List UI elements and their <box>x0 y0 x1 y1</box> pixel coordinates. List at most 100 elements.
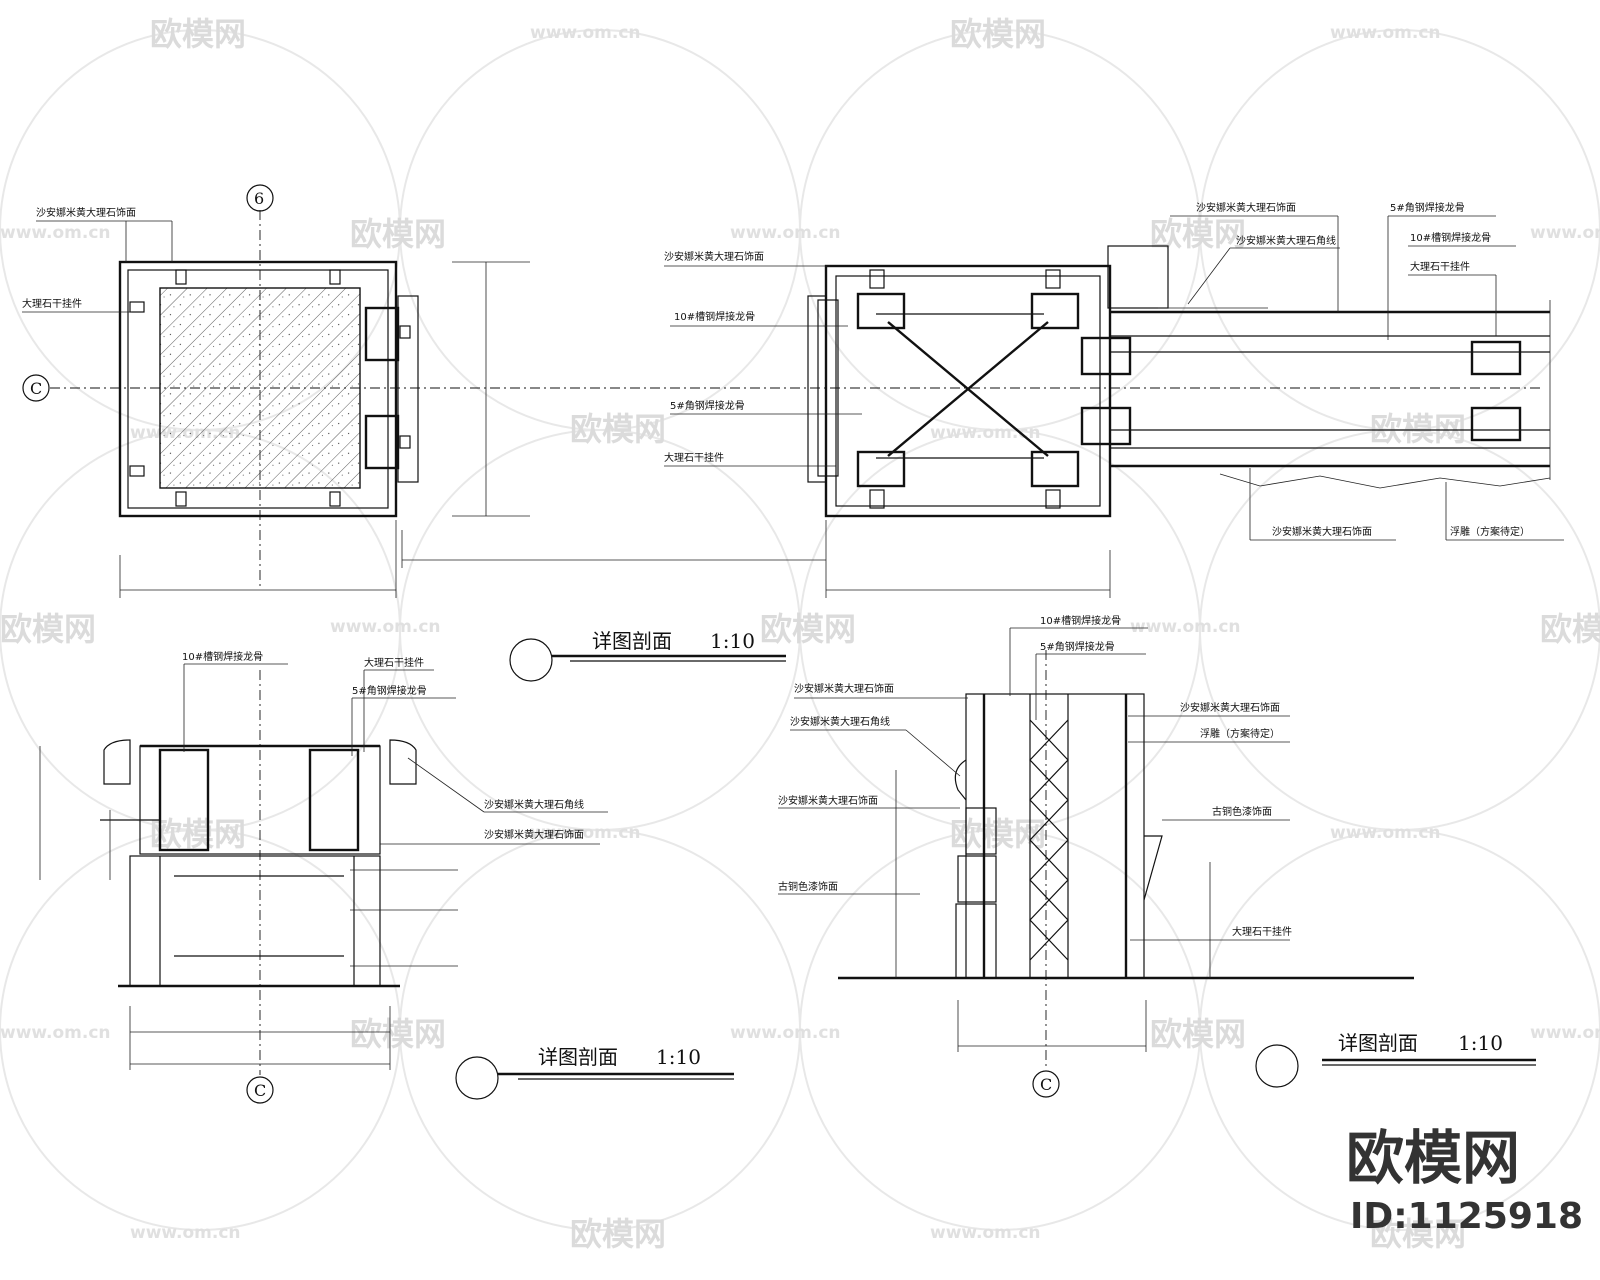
brand-logo: 欧模网 ID:1125918 <box>1346 1124 1583 1237</box>
grid-bubble-6 <box>246 184 274 212</box>
watermark-url: www.om.cn <box>130 1223 241 1243</box>
concrete-core <box>159 287 361 489</box>
stone-cladding-outline <box>118 260 398 518</box>
watermark-brand: 欧模网 <box>350 1015 446 1053</box>
steel-channel <box>364 414 400 470</box>
relief-outline <box>1219 473 1551 489</box>
label-angle-keel: 5#角钢焊接龙骨 <box>670 399 745 412</box>
grid-bubble-c <box>246 1076 274 1104</box>
truss-web <box>1029 719 1069 961</box>
bracket <box>399 325 411 339</box>
watermark-brand: 欧模网 <box>570 1215 666 1253</box>
watermark-brand: 欧模网 <box>1370 1215 1466 1253</box>
logo-brand: 欧模网 <box>1346 1124 1520 1192</box>
label-stone-pendant: 大理石干挂件 <box>664 451 724 464</box>
watermark-brand: 欧模网 <box>1540 610 1600 648</box>
watermark-brand: 欧模网 <box>950 15 1046 53</box>
title-bubble <box>455 1056 499 1100</box>
stone-block <box>955 903 997 979</box>
label-stone-corner-line: 沙安娜米黄大理石角线 <box>484 798 584 811</box>
leader-line <box>1187 247 1231 305</box>
watermark-brand: 欧模网 <box>950 815 1046 853</box>
section-bottom-left: C 10#槽钢焊接龙骨 大理石干挂件 5#角钢焊接龙骨 沙安娜米黄大理石角线 沙… <box>39 650 608 1104</box>
watermark-url: www.om.cn <box>1130 617 1241 637</box>
bracket <box>1045 269 1061 289</box>
bracket <box>869 489 885 509</box>
watermark-brand: 欧模网 <box>350 215 446 253</box>
label-stone-corner-line: 沙安娜米黄大理石角线 <box>790 715 890 728</box>
grid-label-c: C <box>254 1081 266 1100</box>
side-cladding <box>807 295 827 483</box>
bracket <box>175 269 187 285</box>
watermark-brand: 欧模网 <box>150 815 246 853</box>
grid-bubble-c <box>22 374 50 402</box>
corner-moulding <box>954 759 967 801</box>
cornice-left <box>103 739 131 785</box>
label-channel-keel: 10#槽钢焊接龙骨 <box>1410 231 1491 244</box>
truss-web <box>1029 719 1069 961</box>
corner-block <box>1107 245 1169 309</box>
bracket <box>869 269 885 289</box>
title-scale: 1:10 <box>656 1045 701 1069</box>
bronze-trim <box>1143 835 1163 901</box>
watermark-url: www.om.cn <box>0 223 111 243</box>
label-stone-corner-line: 沙安娜米黄大理石角线 <box>1236 234 1336 247</box>
watermark-brand: 欧模网 <box>760 610 856 648</box>
grid-bubble-c <box>1032 1070 1060 1098</box>
grid-label-6: 6 <box>254 189 264 208</box>
title-text: 详图剖面 <box>1338 1031 1418 1055</box>
title-scale: 1:10 <box>1458 1031 1503 1055</box>
label-relief: 浮雕（方案待定） <box>1200 727 1280 740</box>
label-bronze-finish: 古铜色漆饰面 <box>778 880 838 893</box>
label-stone-pendant: 大理石干挂件 <box>1410 260 1470 273</box>
bracket <box>329 491 341 507</box>
watermark-brand: 欧模网 <box>1150 215 1246 253</box>
watermark-brand: 欧模网 <box>570 410 666 448</box>
label-stone-cladding: 沙安娜米黄大理石饰面 <box>1180 701 1280 714</box>
label-stone-cladding: 沙安娜米黄大理石饰面 <box>1272 525 1372 538</box>
steel-channel <box>1080 406 1132 446</box>
label-angle-keel: 5#角钢焊接龙骨 <box>352 684 427 697</box>
label-stone-pendant: 大理石干挂件 <box>364 656 424 669</box>
watermark-url: www.om.cn <box>330 617 441 637</box>
bracket <box>175 491 187 507</box>
watermark-url: www.om.cn <box>930 1223 1041 1243</box>
box-frame <box>139 745 381 855</box>
grid-label-c: C <box>30 379 42 398</box>
watermark-url: www.om.cn <box>0 1023 111 1043</box>
label-relief: 浮雕（方案待定） <box>1450 525 1530 538</box>
label-stone-cladding: 沙安娜米黄大理石饰面 <box>484 828 584 841</box>
steel-channel <box>1030 292 1080 330</box>
side-stone <box>817 299 839 477</box>
stone-cladding-inner <box>127 269 389 509</box>
watermark-url: www.om.cn <box>530 823 641 843</box>
detail-title-2: 详图剖面 1:10 <box>455 1045 734 1100</box>
watermark-brand: 欧模网 <box>1150 1015 1246 1053</box>
watermark-layer: 欧模网 欧模网 欧模网 欧模网 欧模网 欧模网 欧模网 欧模网 欧模网 欧模网 … <box>0 15 1600 1253</box>
bracket <box>1045 489 1061 509</box>
stone-block <box>957 855 997 903</box>
watermark-url: www.om.cn <box>930 423 1041 443</box>
bracket <box>129 301 145 313</box>
label-stone-pendant: 大理石干挂件 <box>22 297 82 310</box>
plan-steel-frame: 沙安娜米黄大理石饰面 10#槽钢焊接龙骨 5#角钢焊接龙骨 大理石干挂件 沙安娜… <box>664 201 1564 541</box>
section-bottom-right: C 10#槽钢焊接龙骨 5#角钢焊接龙骨 沙安娜米黄大理石饰面 沙安娜米黄大理石… <box>778 614 1414 1098</box>
watermark-url: www.om.cn <box>730 1023 841 1043</box>
steel-channel <box>1470 406 1522 442</box>
title-scale: 1:10 <box>710 629 755 653</box>
cornice-right <box>389 739 417 785</box>
watermark-url: www.om.cn <box>530 23 641 43</box>
label-stone-cladding: 沙安娜米黄大理石饰面 <box>36 206 136 219</box>
watermark-url: www.om.cn <box>1530 1023 1600 1043</box>
leader-line <box>905 729 961 777</box>
label-angle-keel: 5#角钢焊接龙骨 <box>1040 640 1115 653</box>
detail-title-3: 详图剖面 1:10 <box>1255 1031 1536 1088</box>
label-channel-keel: 10#槽钢焊接龙骨 <box>182 650 263 663</box>
stone-block <box>965 807 997 855</box>
label-stone-cladding: 沙安娜米黄大理石饰面 <box>778 794 878 807</box>
label-angle-keel: 5#角钢焊接龙骨 <box>1390 201 1465 214</box>
steel-channel <box>856 450 906 488</box>
label-stone-pendant: 大理石干挂件 <box>1232 925 1292 938</box>
bracket <box>129 465 145 477</box>
